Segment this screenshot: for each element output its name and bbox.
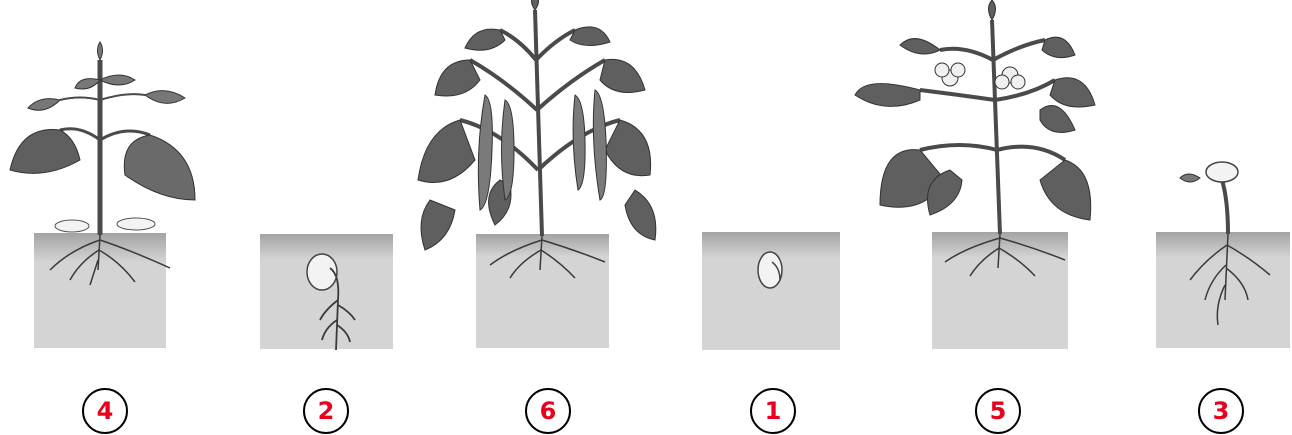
roots — [1189, 233, 1271, 326]
soil-block — [260, 234, 393, 349]
stage-number-badge: 3 — [1198, 388, 1244, 434]
roots — [944, 233, 1066, 277]
seedling-illustration — [1156, 161, 1290, 348]
stage-number: 4 — [96, 397, 114, 425]
roots — [319, 267, 356, 351]
seed-cotyledon — [1205, 161, 1239, 183]
stage-number: 6 — [539, 397, 557, 425]
mature-plant-illustration — [417, 0, 657, 348]
stage-number: 3 — [1212, 397, 1230, 425]
seed — [757, 251, 783, 289]
seed-cotyledon — [54, 219, 90, 233]
seed-illustration — [702, 232, 840, 350]
stage-number-badge: 4 — [82, 388, 128, 434]
stage-flowering-plant: 5 — [850, 0, 1100, 435]
young-plant-illustration — [9, 41, 196, 348]
stage-number: 2 — [317, 397, 335, 425]
roots — [489, 235, 606, 279]
stage-number-badge: 5 — [975, 388, 1021, 434]
stage-number: 1 — [764, 397, 782, 425]
stage-number: 5 — [989, 397, 1007, 425]
soil-block — [702, 232, 840, 350]
stage-number-badge: 1 — [750, 388, 796, 434]
soil-block — [34, 233, 166, 348]
leaves — [854, 0, 1096, 221]
stage-mature-plant: 6 — [410, 0, 660, 435]
stage-number-badge: 2 — [303, 388, 349, 434]
stage-seedling: 3 — [1120, 0, 1292, 435]
bean-pods — [477, 89, 607, 211]
flowering-plant-illustration — [854, 0, 1096, 349]
sprouting-seed-illustration — [260, 234, 393, 351]
leaf — [9, 129, 81, 174]
roots — [49, 234, 171, 286]
stage-number-badge: 6 — [525, 388, 571, 434]
leaves — [417, 0, 657, 251]
soil-block — [476, 234, 609, 348]
stage-young-plant: 4 — [0, 0, 230, 435]
soil-block — [932, 232, 1068, 349]
flowers — [934, 62, 1026, 90]
seed-cotyledon — [116, 217, 156, 231]
stage-seed: 1 — [690, 0, 860, 435]
leaf — [123, 134, 196, 201]
seed — [306, 253, 338, 291]
stage-sprouting-seed: 2 — [230, 0, 430, 435]
